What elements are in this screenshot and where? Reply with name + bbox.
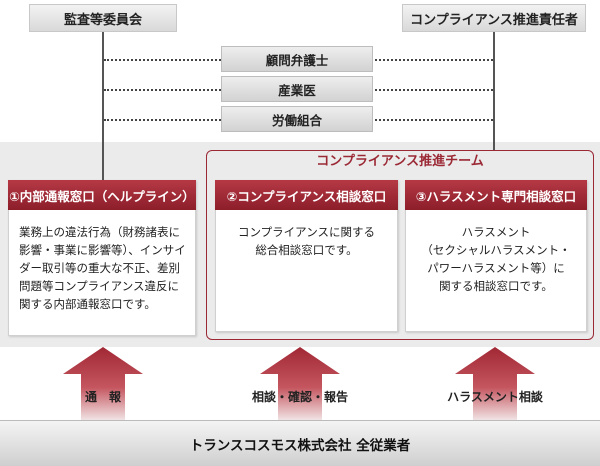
report-arrow-label: 通 報 (84, 390, 121, 404)
up-arrow-icon (260, 347, 340, 420)
report-arrow (63, 347, 143, 420)
harassment-arrow-label: ハラスメント相談 (447, 390, 543, 404)
advisor-doctor-label: 産業医 (278, 82, 316, 98)
compliance-team-frame (206, 150, 594, 340)
compliance-officer-box: コンプライアンス推進責任者 (402, 4, 586, 32)
advisor-union-label: 労働組合 (271, 112, 322, 128)
up-arrow-icon (63, 347, 143, 420)
compliance-officer-label: コンプライアンス推進責任者 (410, 12, 578, 28)
audit-committee-box: 監査等委員会 (29, 4, 177, 32)
window-title-harassment: ③ハラスメント専門相談窓口 (405, 180, 587, 210)
window-title-consultation: ②コンプライアンス相談窓口 (215, 180, 398, 210)
officer-connector-line-lower (493, 142, 495, 150)
harassment-arrow (455, 347, 535, 420)
consult-arrow-label: 相談・確認・報告 (251, 390, 348, 404)
up-arrow-icon (455, 347, 535, 420)
compliance-team-title: コンプライアンス推進チーム (290, 152, 510, 172)
window-title-hotline: ①内部通報窓口（ヘルプライン） (8, 180, 196, 210)
consult-arrow (260, 347, 340, 420)
advisor-lawyer-label: 顧問弁護士 (265, 52, 329, 68)
window-body-harassment: ハラスメント （セクシャルハラスメント・ パワーハラスメント等）に 関する相談窓… (421, 225, 571, 293)
advisor-union-box: 労働組合 (221, 106, 373, 132)
all-employees-bar: トランスコスモス株式会社 全従業者 (0, 420, 600, 466)
audit-connector-line (102, 32, 104, 180)
all-employees-label: トランスコスモス株式会社 全従業者 (189, 437, 411, 454)
officer-connector-line (493, 32, 495, 180)
window-body-consultation: コンプライアンスに関する 総合相談窓口です。 (238, 225, 375, 257)
advisor-doctor-box: 産業医 (221, 76, 373, 102)
window-body-hotline: 業務上の違法行為（財務諸表に影響・事業に影響等）、インサイダー取引等の重大な不正… (19, 225, 186, 311)
audit-committee-label: 監査等委員会 (63, 12, 142, 28)
audit-connector-line-lower (102, 142, 104, 180)
advisor-lawyer-box: 顧問弁護士 (221, 46, 373, 72)
